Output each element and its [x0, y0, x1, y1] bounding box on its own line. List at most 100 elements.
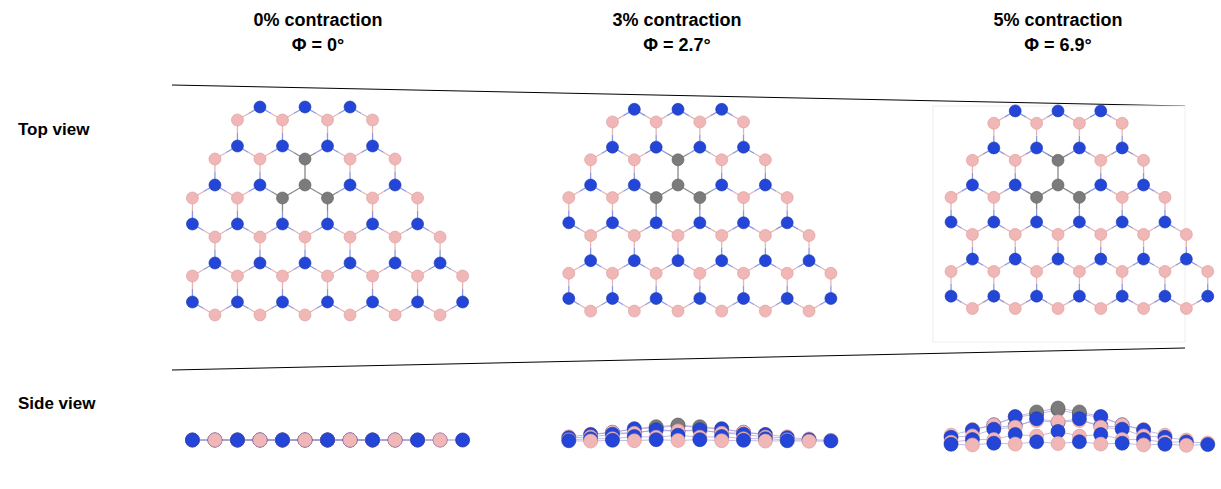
atom	[1052, 303, 1064, 315]
panel-heading: 3% contraction	[612, 10, 741, 31]
atom	[230, 433, 244, 447]
atom	[275, 433, 289, 447]
atom	[185, 433, 199, 447]
atom	[1202, 265, 1214, 277]
atom	[1009, 228, 1021, 240]
atom	[738, 192, 750, 204]
atom	[1116, 191, 1128, 203]
atom	[343, 433, 357, 447]
atom	[208, 433, 222, 447]
atom	[208, 433, 222, 447]
atom	[563, 217, 575, 229]
atom	[1202, 290, 1214, 302]
atom	[966, 253, 978, 265]
atom	[321, 433, 335, 447]
atom	[208, 433, 222, 447]
atom	[1073, 117, 1085, 129]
panel-heading: Φ = 0°	[292, 35, 345, 56]
atom	[344, 257, 356, 269]
atom	[966, 303, 978, 315]
top-view-lattice	[945, 105, 1214, 315]
atom	[758, 434, 772, 448]
atom	[563, 192, 575, 204]
atom	[1073, 290, 1085, 302]
atom	[275, 433, 289, 447]
atom	[1095, 105, 1107, 117]
panel-heading: Φ = 6.9°	[1024, 35, 1092, 56]
frame-line	[172, 348, 1185, 370]
atom	[254, 101, 266, 113]
atom	[366, 433, 380, 447]
atom	[716, 103, 728, 115]
atom	[1073, 191, 1085, 203]
atom	[253, 433, 267, 447]
atom	[209, 179, 221, 191]
atom	[343, 433, 357, 447]
atom	[716, 255, 728, 267]
atom	[1116, 265, 1128, 277]
atom	[412, 218, 424, 230]
atom	[738, 292, 750, 304]
atom	[738, 217, 750, 229]
atom	[230, 433, 244, 447]
atom	[276, 192, 288, 204]
atom	[650, 116, 662, 128]
atom	[1116, 117, 1128, 129]
atom	[1051, 401, 1065, 415]
atom	[1138, 303, 1150, 315]
atom	[584, 434, 598, 448]
panel-heading: 0% contraction	[253, 10, 382, 31]
atom	[230, 433, 244, 447]
atom	[628, 305, 640, 317]
atom	[650, 192, 662, 204]
atom	[343, 433, 357, 447]
atom-group	[185, 101, 1214, 452]
atom	[389, 257, 401, 269]
atom	[716, 305, 728, 317]
atom	[231, 114, 243, 126]
atom	[694, 192, 706, 204]
top-view-lattice	[186, 101, 468, 321]
atom	[276, 296, 288, 308]
atom	[824, 434, 838, 448]
atom	[966, 228, 978, 240]
atom	[716, 154, 728, 166]
row-label: Side view	[18, 394, 95, 414]
atom	[298, 433, 312, 447]
atom	[1138, 179, 1150, 191]
atom	[275, 433, 289, 447]
atom	[585, 305, 597, 317]
atom	[606, 292, 618, 304]
atom	[276, 114, 288, 126]
atom	[1180, 253, 1192, 265]
atom	[1158, 437, 1172, 451]
atom	[759, 305, 771, 317]
atom	[411, 433, 425, 447]
atom	[389, 179, 401, 191]
atom	[606, 116, 618, 128]
atom	[1138, 228, 1150, 240]
atom	[825, 267, 837, 279]
atom	[671, 433, 685, 447]
row-label: Top view	[18, 120, 89, 140]
panel-frame	[933, 106, 1185, 342]
atom	[322, 296, 334, 308]
atom	[321, 433, 335, 447]
atom	[693, 433, 707, 447]
atom	[209, 153, 221, 165]
atom	[988, 142, 1000, 154]
atom	[694, 292, 706, 304]
atom	[367, 192, 379, 204]
atom	[563, 292, 575, 304]
atom	[367, 218, 379, 230]
atom	[716, 179, 728, 191]
atom	[186, 218, 198, 230]
atom	[1094, 437, 1108, 451]
atom	[367, 114, 379, 126]
atom	[322, 218, 334, 230]
atom	[185, 433, 199, 447]
atom	[1031, 290, 1043, 302]
atom	[208, 433, 222, 447]
atom	[344, 309, 356, 321]
atom	[672, 179, 684, 191]
